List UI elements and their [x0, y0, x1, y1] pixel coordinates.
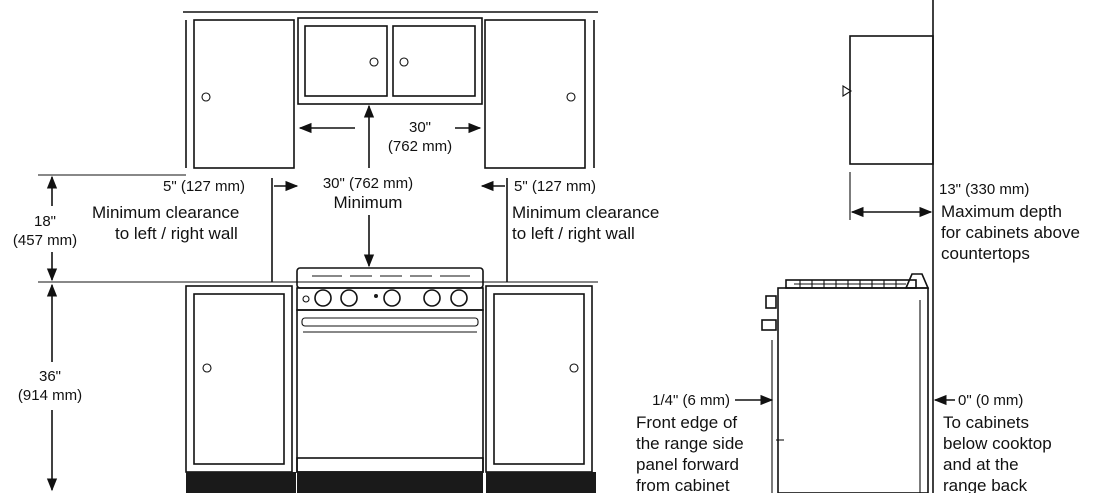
hood-clearance-value: 30" (762 mm) [323, 175, 413, 192]
burner-knob [340, 289, 358, 307]
upper-cabinet-right [484, 19, 595, 169]
side-handle [761, 319, 777, 331]
side-clearance-left-line2: to left / right wall [115, 224, 238, 243]
indicator-icon [302, 295, 310, 303]
upper-cabinet-side [849, 35, 934, 165]
upper-gap-metric: (457 mm) [13, 232, 77, 249]
burner-knob [423, 289, 441, 307]
side-clearance-left-value: 5" (127 mm) [163, 178, 245, 195]
side-view: 13" (330 mm) Maximum depth for cabinets … [636, 0, 1080, 493]
side-knob [765, 295, 777, 309]
counter-height-metric: (914 mm) [18, 387, 82, 404]
oven-handle [301, 317, 479, 327]
front-edge-value: 1/4" (6 mm) [652, 392, 730, 409]
lower-cabinet-left [185, 285, 296, 493]
upper-cabinet-left [185, 19, 295, 169]
range-side [761, 273, 930, 493]
front-edge-line2: the range side [636, 434, 744, 453]
cabinet-knob [202, 363, 212, 373]
side-clearance-right-value: 5" (127 mm) [514, 178, 596, 195]
cabinet-knob [369, 57, 379, 67]
upper-width-metric: (762 mm) [388, 138, 452, 155]
oven-knob [383, 289, 401, 307]
max-depth-line2: for cabinets above [941, 223, 1080, 242]
burner-knob [314, 289, 332, 307]
cabinet-hinge-icon [842, 85, 853, 97]
back-line2: below cooktop [943, 434, 1052, 453]
indicator-icon [374, 294, 378, 298]
max-depth-line3: countertops [941, 244, 1030, 263]
side-clearance-right-line2: to left / right wall [512, 224, 635, 243]
front-edge-line4: from cabinet [636, 476, 730, 493]
front-edge-line1: Front edge of [636, 413, 737, 432]
upper-gap-imperial: 18" [34, 213, 56, 230]
counter-height-imperial: 36" [39, 368, 61, 385]
cabinet-knob [399, 57, 409, 67]
cabinet-knob [201, 92, 211, 102]
burner-knob [450, 289, 468, 307]
max-depth-value: 13" (330 mm) [939, 181, 1029, 198]
hood-clearance-label: Minimum [334, 193, 403, 212]
front-view: 30" (762 mm) 30" (762 mm) Minimum 5" (12… [13, 11, 659, 493]
front-edge-line3: panel forward [636, 455, 739, 474]
back-line4: range back [943, 476, 1028, 493]
upper-cabinet-center [297, 17, 483, 105]
backguard-icon [904, 273, 930, 289]
cabinet-knob [566, 92, 576, 102]
lower-cabinet-right [485, 285, 596, 493]
back-value: 0" (0 mm) [958, 392, 1023, 409]
cabinet-knob [569, 363, 579, 373]
side-clearance-left-line1: Minimum clearance [92, 203, 239, 222]
range-front [296, 267, 484, 493]
back-line1: To cabinets [943, 413, 1029, 432]
upper-width-imperial: 30" [409, 119, 431, 136]
side-clearance-right-line1: Minimum clearance [512, 203, 659, 222]
back-line3: and at the [943, 455, 1019, 474]
max-depth-line1: Maximum depth [941, 202, 1062, 221]
